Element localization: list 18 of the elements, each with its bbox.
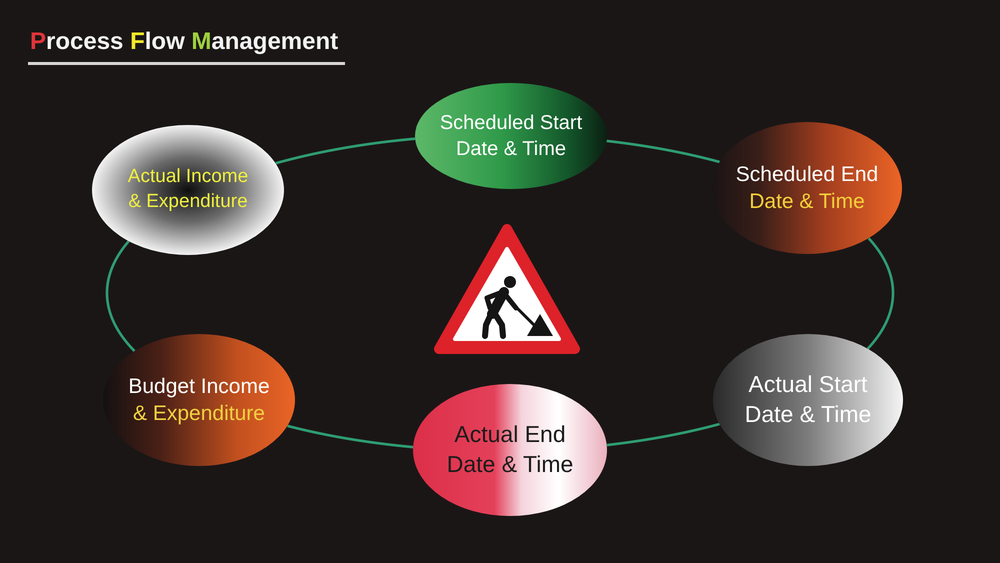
process-ellipse — [92, 125, 284, 255]
connector-line — [274, 137, 416, 165]
node-label: Budget Income — [128, 374, 270, 400]
connector-line — [106, 240, 136, 352]
title: Process Flow Management — [30, 29, 338, 56]
node-label: Actual Income & Expenditure — [126, 165, 250, 214]
connector-line — [866, 237, 894, 350]
connector-line — [606, 140, 721, 164]
node-label: Scheduled End — [736, 162, 878, 188]
node-label: Actual Start Date & Time — [744, 370, 872, 429]
node-label: Scheduled Start Date & Time — [438, 111, 584, 162]
node-label: Date & Time — [749, 189, 865, 215]
process-ellipse — [103, 334, 295, 466]
process-ellipse — [713, 334, 903, 466]
process-ellipse — [415, 83, 607, 189]
process-ellipse — [413, 384, 607, 516]
connector-line — [286, 424, 414, 448]
connector-line — [606, 422, 721, 446]
